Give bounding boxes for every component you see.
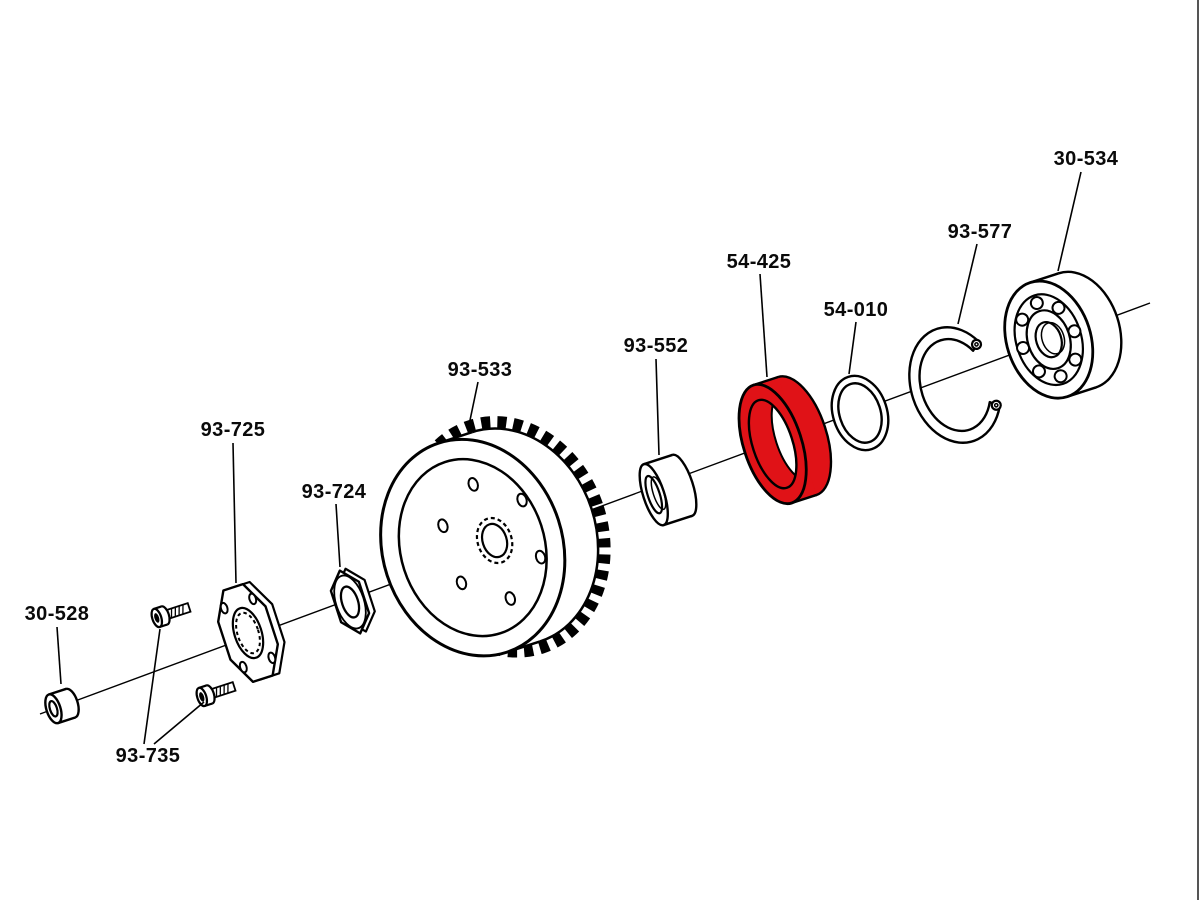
part-nut-93-724 — [329, 567, 376, 635]
ball — [1031, 364, 1046, 379]
leader-54-010 — [848, 321, 857, 375]
thread — [174, 607, 177, 617]
leader-93-725 — [232, 442, 237, 584]
thread — [178, 605, 180, 616]
rivet-hole — [467, 477, 479, 492]
part-label-54-425: 54-425 — [727, 251, 792, 273]
leader-93-735-lower — [153, 701, 205, 745]
part-screw-lower-93-735 — [195, 681, 237, 708]
part-label-54-010: 54-010 — [824, 299, 889, 321]
part-retainer-plate-93-725 — [216, 580, 286, 684]
socket-hole — [199, 692, 205, 702]
thread — [182, 604, 184, 615]
lug-hole — [974, 342, 979, 347]
bore-depth-edge — [1040, 321, 1066, 355]
leader-93-735-upper — [143, 628, 161, 745]
thread — [227, 683, 229, 694]
ring-end-lug — [990, 399, 1002, 411]
rivet-hole — [504, 591, 517, 606]
ring-front-face — [737, 382, 808, 506]
ring-end-lug — [970, 338, 983, 350]
bolt-hole — [267, 651, 277, 665]
leader-93-533 — [468, 381, 479, 426]
leader-93-577 — [957, 243, 978, 325]
part-ball-bearing-30-534 — [1003, 270, 1123, 400]
socket-hole — [154, 613, 160, 623]
part-label-30-534: 30-534 — [1054, 148, 1119, 170]
part-screw-upper-93-735 — [150, 602, 192, 629]
part-gear-93-533 — [379, 416, 611, 658]
rivet-hole — [534, 549, 547, 565]
part-label-93-725: 93-725 — [201, 419, 266, 441]
lug-hole — [993, 402, 999, 408]
leader-93-552 — [655, 358, 660, 456]
snap-ring-body — [908, 326, 1001, 444]
ball — [1051, 300, 1066, 315]
part-label-93-552: 93-552 — [624, 335, 689, 357]
part-bearing-93-552 — [638, 453, 698, 527]
leader-93-724 — [335, 503, 341, 568]
leader-30-528 — [56, 626, 62, 685]
thread — [219, 686, 222, 696]
thread — [223, 684, 225, 695]
part-label-30-528: 30-528 — [25, 603, 90, 625]
rivet-hole — [437, 518, 449, 534]
hub-bore — [480, 522, 509, 559]
part-label-93-533: 93-533 — [448, 359, 513, 381]
part-o-ring-54-010 — [830, 374, 890, 452]
o-ring-inner — [837, 382, 883, 444]
leader-54-425 — [759, 273, 768, 378]
thread — [170, 608, 173, 618]
part-snap-ring-93-577 — [908, 326, 1002, 444]
spacer-bore — [48, 699, 59, 718]
thread — [215, 687, 218, 697]
ball — [1067, 324, 1082, 339]
chamfer-circle — [333, 574, 367, 630]
edge — [643, 453, 673, 466]
bore-depth-edge — [650, 476, 667, 511]
bolt-hole — [219, 601, 229, 615]
bolt-hole — [238, 660, 248, 674]
part-label-93-735: 93-735 — [116, 745, 181, 767]
part-spacer-30-528 — [44, 687, 80, 725]
rivet-hole — [516, 492, 528, 508]
leader-30-534 — [1057, 171, 1082, 272]
ball — [1053, 369, 1068, 384]
part-spacer-ring-54-425 — [737, 375, 833, 506]
rivet-hole — [455, 575, 468, 591]
ball — [1015, 312, 1030, 327]
ball — [1029, 296, 1044, 311]
nut-bore — [339, 585, 361, 619]
ring-bore-edge — [747, 398, 798, 490]
spline-hole — [231, 606, 265, 660]
edge — [663, 514, 693, 527]
part-label-93-577: 93-577 — [948, 221, 1013, 243]
ball — [1068, 352, 1083, 367]
bolt-hole — [248, 592, 258, 606]
part-label-93-724: 93-724 — [302, 481, 367, 503]
